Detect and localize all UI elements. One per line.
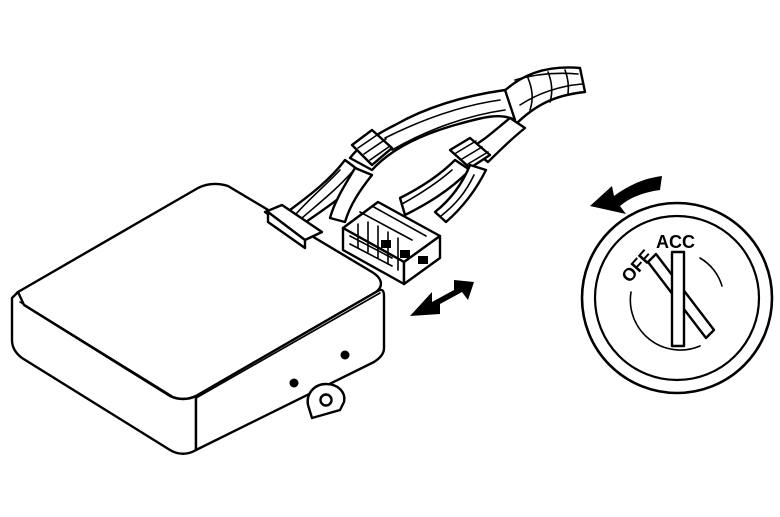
- key-cylinder-arc: [699, 257, 723, 287]
- mounting-bracket: [306, 382, 346, 420]
- rotate-counterclockwise-arrow-icon: [590, 176, 662, 214]
- mounting-hole: [340, 350, 350, 360]
- wire-harness: [288, 66, 587, 228]
- key-slot: [670, 250, 686, 348]
- harness-connector: [341, 200, 442, 286]
- key-cylinder-arc: [629, 291, 701, 351]
- ignition-switch: OFF ACC: [580, 201, 774, 395]
- ignition-position-acc: ACC: [656, 232, 695, 252]
- mounting-hole: [289, 378, 299, 388]
- module-socket: [263, 203, 324, 250]
- connect-disconnect-arrow-icon: [410, 280, 474, 316]
